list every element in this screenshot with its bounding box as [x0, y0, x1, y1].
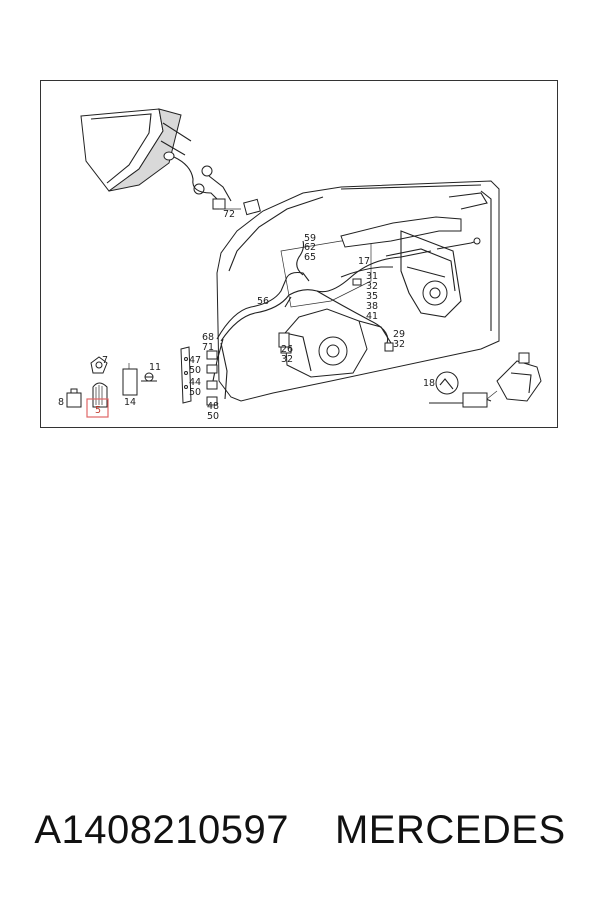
door-panel — [216, 180, 500, 402]
callout-68: 68 — [202, 332, 214, 343]
callout-41: 41 — [366, 311, 378, 322]
callout-38: 38 — [366, 301, 378, 312]
window-regulator — [340, 192, 488, 318]
callout-26: 26 — [281, 344, 293, 355]
callout-14: 14 — [124, 397, 136, 408]
callout-32-mid: 32 — [281, 354, 293, 365]
callout-72: 72 — [223, 209, 235, 220]
callout-5: 5 — [95, 405, 101, 416]
callout-50-a: 50 — [189, 365, 201, 376]
callout-50-b: 50 — [189, 387, 201, 398]
callout-8: 8 — [58, 397, 64, 408]
callout-29: 29 — [393, 329, 405, 340]
part-caption: A1408210597 MERCEDES — [0, 800, 600, 860]
callout-17: 17 — [358, 256, 370, 267]
callout-11: 11 — [149, 362, 161, 373]
callout-59: 59 — [304, 233, 316, 244]
mirror-connector — [163, 151, 261, 216]
window-motor-detail — [429, 352, 542, 408]
callout-32-upper: 32 — [366, 281, 378, 292]
part-number: A1408210597 — [34, 807, 289, 852]
callout-47: 47 — [189, 355, 201, 366]
wiring-harness — [212, 237, 481, 400]
mirror-housing — [80, 108, 192, 192]
callout-62: 62 — [304, 242, 316, 253]
callout-7: 7 — [102, 355, 108, 366]
door-lock-mechanism — [278, 308, 392, 378]
callout-56: 56 — [257, 296, 269, 307]
exploded-view: 72 59 62 65 17 31 32 35 38 41 56 68 71 2… — [58, 108, 542, 422]
callout-35: 35 — [366, 291, 378, 302]
callout-44: 44 — [189, 377, 201, 388]
callout-31: 31 — [366, 271, 378, 282]
parts-diagram: 72 59 62 65 17 31 32 35 38 41 56 68 71 2… — [40, 80, 558, 428]
connector-set — [180, 346, 218, 406]
callout-32-right: 32 — [393, 339, 405, 350]
brand-name: MERCEDES — [334, 807, 566, 852]
callout-71: 71 — [202, 342, 214, 353]
small-parts — [66, 356, 157, 408]
callout-65: 65 — [304, 252, 316, 263]
selected-part-highlight — [86, 398, 109, 418]
callout-18: 18 — [423, 378, 435, 389]
callout-48: 48 — [207, 401, 219, 412]
callout-50-c: 50 — [207, 411, 219, 422]
